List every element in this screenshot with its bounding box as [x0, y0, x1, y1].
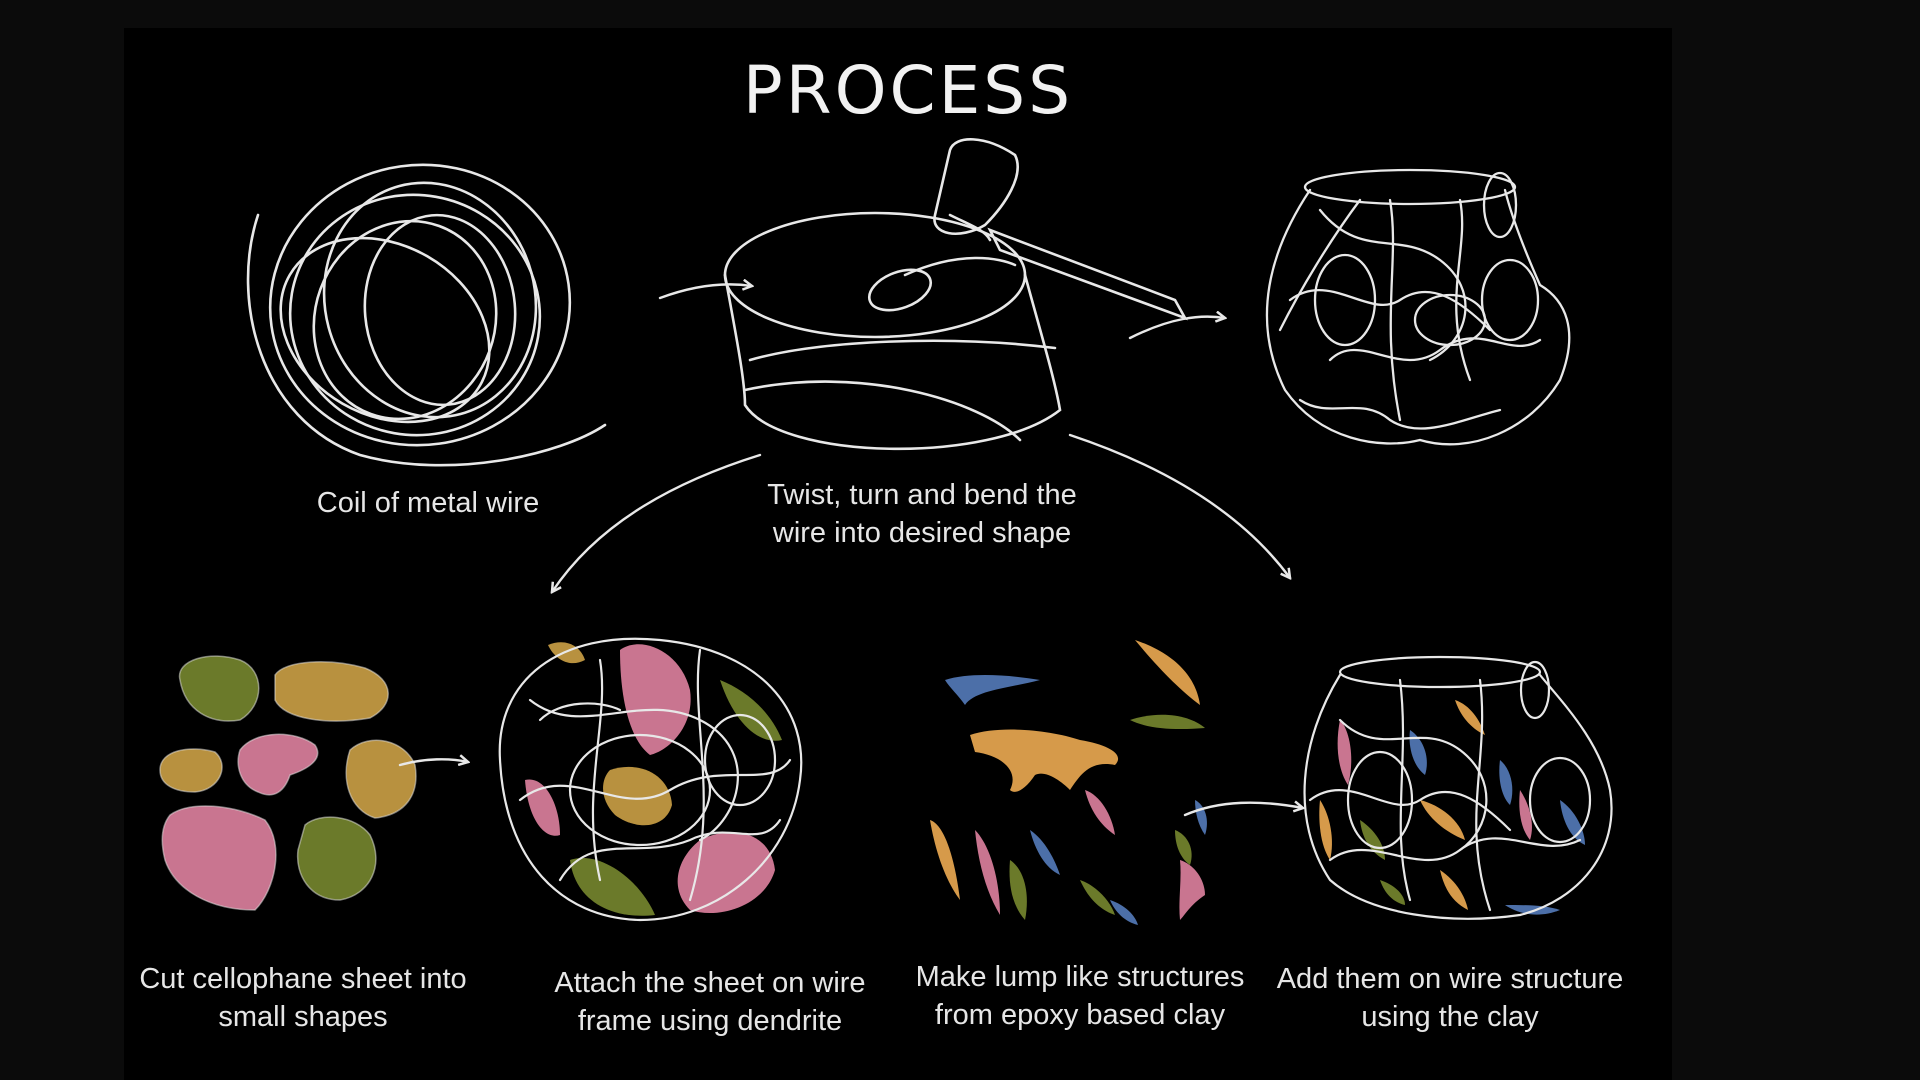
- process-arrows: [398, 284, 1303, 817]
- arrow-twist-to-frame: [1128, 317, 1225, 340]
- clay-lumps-icon: [930, 640, 1207, 925]
- arrow-cut-to-attach: [398, 759, 468, 767]
- wire-frame-icon: [1265, 168, 1571, 446]
- caption-lump: Make lump like structures from epoxy bas…: [915, 961, 1245, 1031]
- arrow-coil-to-twist: [658, 284, 752, 300]
- final-structure-icon: [1303, 655, 1613, 920]
- hammer-icon: [723, 138, 1188, 451]
- caption-attach: Attach the sheet on wire frame using den…: [554, 967, 866, 1037]
- caption-twist: Twist, turn and bend the wire into desir…: [767, 479, 1077, 549]
- caption-cut: Cut cellophane sheet into small shapes: [139, 963, 467, 1033]
- arrow-lump-to-add: [1183, 803, 1303, 817]
- arrow-twist-to-attach: [552, 453, 762, 592]
- arrow-twist-to-lump: [1068, 433, 1290, 578]
- wire-coil-icon: [246, 163, 607, 467]
- caption-coil: Coil of metal wire: [316, 487, 540, 519]
- cellophane-shapes-icon: [159, 655, 417, 911]
- caption-add: Add them on wire structure using the cla…: [1276, 963, 1624, 1033]
- page-title: PROCESS: [742, 52, 1074, 129]
- attached-frame-icon: [498, 637, 803, 922]
